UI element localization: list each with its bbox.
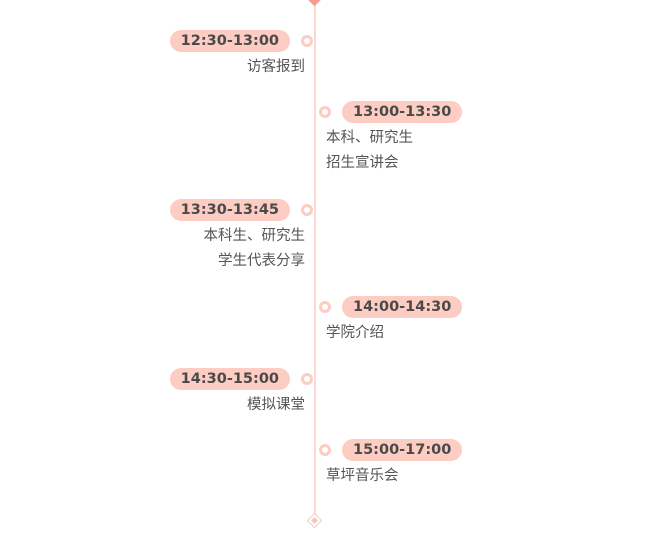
timeline-dot-icon (319, 301, 331, 313)
event-description-line: 学生代表分享 (218, 253, 305, 269)
event-description: 本科、研究生招生宣讲会 (326, 126, 413, 176)
timeline-axis (314, 2, 316, 518)
event-description-line: 草坪音乐会 (326, 468, 399, 484)
timeline-dot-icon (301, 373, 313, 385)
event-description: 模拟课堂 (247, 393, 305, 418)
timeline-dot-icon (319, 444, 331, 456)
event-description: 访客报到 (247, 55, 305, 80)
event-description-line: 访客报到 (247, 59, 305, 75)
timeline-start-diamond-icon (306, 0, 323, 7)
event-description: 草坪音乐会 (326, 464, 399, 489)
timeline-dot-icon (301, 204, 313, 216)
event-description-line: 学院介绍 (326, 325, 384, 341)
event-description: 学院介绍 (326, 321, 384, 346)
time-badge: 13:30-13:45 (169, 199, 290, 221)
time-badge: 15:00-17:00 (342, 439, 463, 461)
time-badge: 12:30-13:00 (169, 30, 290, 52)
time-badge: 14:30-15:00 (169, 368, 290, 390)
event-description: 本科生、研究生学生代表分享 (204, 224, 306, 274)
timeline-dot-icon (301, 35, 313, 47)
time-badge: 14:00-14:30 (342, 296, 463, 318)
event-description-line: 招生宣讲会 (326, 155, 399, 171)
timeline-end-diamond-icon (306, 512, 323, 529)
event-description-line: 模拟课堂 (247, 397, 305, 413)
timeline-dot-icon (319, 106, 331, 118)
time-badge: 13:00-13:30 (342, 101, 463, 123)
event-description-line: 本科、研究生 (326, 130, 413, 146)
event-description-line: 本科生、研究生 (203, 228, 306, 244)
